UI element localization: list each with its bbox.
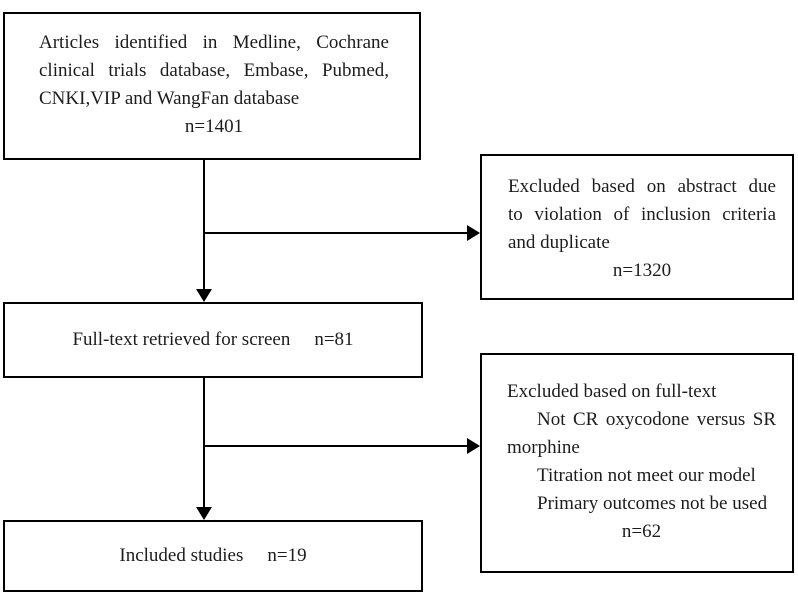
excluded-abstract-count: n=1320 bbox=[612, 260, 672, 281]
identification-line-2: clinical trials database, Embase, Pubmed… bbox=[39, 60, 389, 81]
fulltext-count: n=81 bbox=[314, 329, 354, 350]
excluded-fulltext-reason-1b: morphine bbox=[507, 437, 580, 458]
included-count: n=19 bbox=[267, 545, 307, 566]
identification-line-1: Articles identified in Medline, Cochrane bbox=[39, 32, 389, 53]
excluded-fulltext-title: Excluded based on full-text bbox=[507, 381, 717, 402]
box-excluded-abstract: Excluded based on abstract due to violat… bbox=[480, 154, 794, 300]
excluded-fulltext-reason-3: Primary outcomes not be used bbox=[537, 493, 768, 514]
included-label: Included studies bbox=[119, 545, 244, 566]
arrow-fulltext-to-included-head bbox=[196, 507, 212, 520]
arrow-to-excluded-abstract-head bbox=[467, 225, 480, 241]
identification-line-3: CNKI,VIP and WangFan database bbox=[39, 88, 300, 109]
excluded-abstract-line-3: and duplicate bbox=[508, 232, 610, 253]
arrow-identification-to-fulltext-line bbox=[203, 160, 205, 289]
arrow-identification-to-fulltext-head bbox=[196, 289, 212, 302]
fulltext-label: Full-text retrieved for screen bbox=[72, 329, 291, 350]
box-articles-identified: Articles identified in Medline, Cochrane… bbox=[3, 12, 421, 160]
excluded-abstract-line-1: Excluded based on abstract due bbox=[508, 176, 776, 197]
arrow-fulltext-to-included-line bbox=[203, 378, 205, 507]
arrow-to-excluded-abstract-line bbox=[204, 232, 468, 234]
excluded-abstract-line-2: to violation of inclusion criteria bbox=[508, 204, 776, 225]
box-included-studies: Included studies n=19 bbox=[3, 520, 423, 592]
excluded-fulltext-reason-2: Titration not meet our model bbox=[537, 465, 756, 486]
arrow-to-excluded-fulltext-line bbox=[204, 445, 468, 447]
excluded-fulltext-reason-1a: Not CR oxycodone versus SR bbox=[537, 409, 776, 430]
arrow-to-excluded-fulltext-head bbox=[467, 438, 480, 454]
box-excluded-fulltext: Excluded based on full-text Not CR oxyco… bbox=[480, 353, 794, 573]
identification-count: n=1401 bbox=[184, 116, 244, 137]
box-fulltext-retrieved: Full-text retrieved for screen n=81 bbox=[3, 302, 423, 378]
excluded-fulltext-count: n=62 bbox=[621, 521, 662, 542]
